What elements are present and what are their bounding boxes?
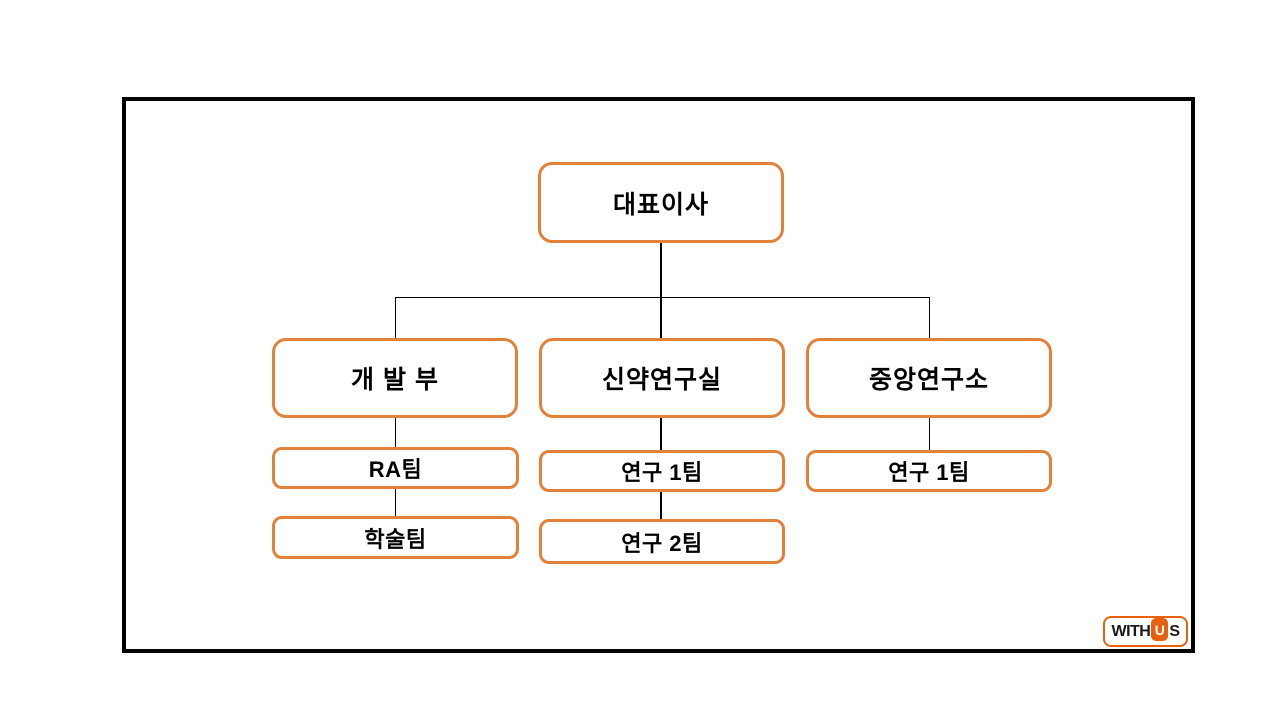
connector-main-horizontal <box>394 296 930 298</box>
org-node-research-team1-right: 연구 1팀 <box>806 450 1052 492</box>
connector-dev-to-ra <box>394 418 396 447</box>
org-node-ceo-label: 대표이사 <box>612 190 709 219</box>
org-node-central-research-label: 중앙연구소 <box>868 366 989 394</box>
logo-u-badge: U <box>1151 618 1169 641</box>
org-node-research-team2-mid: 연구 2팀 <box>539 519 785 564</box>
connector-centrallab-up <box>928 297 930 338</box>
org-node-development-dept: 개 발 부 <box>272 338 518 418</box>
org-node-ra-team: RA팀 <box>272 447 519 489</box>
org-node-ra-team-label: RA팀 <box>368 457 423 482</box>
org-node-newdrug-lab: 신약연구실 <box>539 338 785 418</box>
connector-druglab-up <box>660 297 662 338</box>
org-node-ceo: 대표이사 <box>538 162 784 243</box>
connector-centrallab-to-r1 <box>928 418 930 450</box>
connector-dev-up <box>394 297 396 338</box>
connector-ra-to-academic <box>394 489 396 516</box>
org-node-newdrug-lab-label: 신약연구실 <box>601 366 722 394</box>
org-node-research-team1-mid-label: 연구 1팀 <box>621 460 703 485</box>
connector-r1-to-r2 <box>660 492 662 519</box>
org-node-development-dept-label: 개 발 부 <box>351 366 439 394</box>
org-node-research-team1-right-label: 연구 1팀 <box>888 460 970 485</box>
logo-text-s: S <box>1169 622 1180 640</box>
org-node-academic-team-label: 학술팀 <box>364 526 427 552</box>
logo-text-with: WITH <box>1111 622 1151 640</box>
connector-druglab-to-r1 <box>660 418 662 450</box>
org-node-research-team2-mid-label: 연구 2팀 <box>621 530 703 556</box>
org-node-research-team1-mid: 연구 1팀 <box>539 450 785 492</box>
withus-logo: WITH U S <box>1103 616 1188 647</box>
org-node-academic-team: 학술팀 <box>272 516 519 559</box>
connector-ceo-down <box>660 243 662 297</box>
org-node-central-research: 중앙연구소 <box>806 338 1052 418</box>
